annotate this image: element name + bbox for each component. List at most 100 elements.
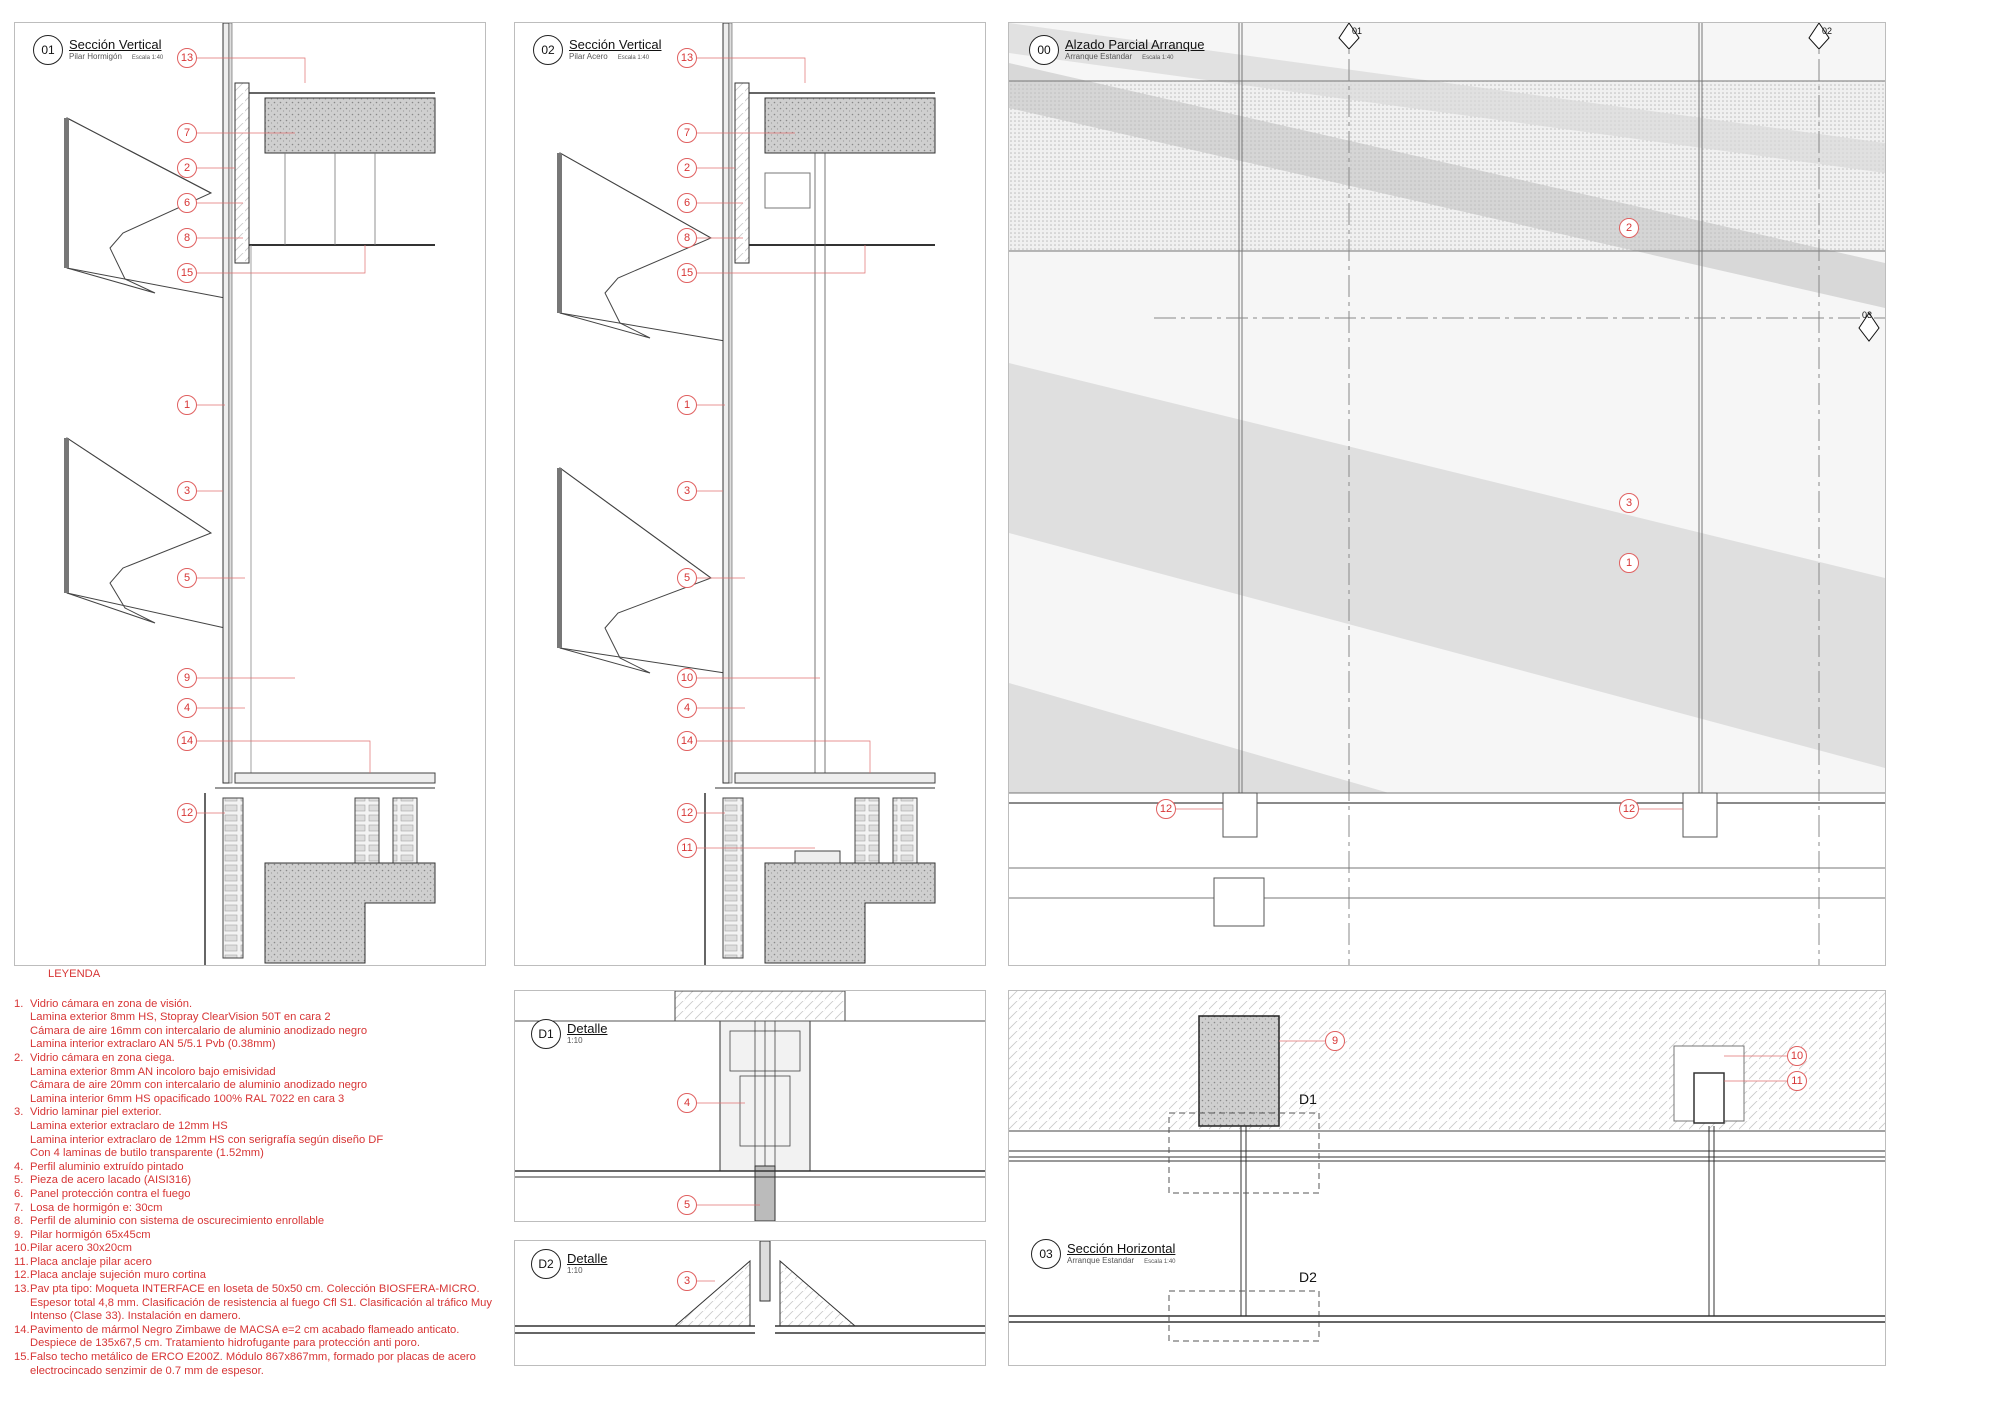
legend-item-text: Vidrio cámara en zona ciega. Lamina exte…: [30, 1051, 368, 1105]
section-subtitle: Pilar Hormigón: [69, 52, 122, 61]
legend-item-number: 12.: [14, 1269, 30, 1282]
legend-item: 12.Placa anclaje sujeción muro cortina: [14, 1269, 514, 1283]
legend-item: 7.Losa de hormigón e: 30cm: [14, 1202, 514, 1216]
section-number-badge: 01: [33, 35, 63, 65]
legend-item-text: Pilar acero 30x20cm: [30, 1242, 132, 1255]
legend: LEYENDA 1. Vidrio cámara en zona de visió…: [14, 968, 514, 1378]
tag-15: 15: [677, 263, 697, 283]
section-subtitle: Arranque Estandar: [1065, 52, 1133, 61]
legend-item-text: Pavimento de mármol Negro Zimbawe de MAC…: [30, 1323, 460, 1350]
tag-4: 4: [677, 698, 697, 718]
tag-8: 8: [677, 228, 697, 248]
legend-item-text: Perfil de aluminio con sistema de oscure…: [30, 1215, 325, 1228]
detail-number-badge: D2: [531, 1249, 561, 1279]
tag-12: 12: [1619, 799, 1639, 819]
tag-13: 13: [177, 48, 197, 68]
legend-item-number: 4.: [14, 1160, 24, 1173]
tag-7: 7: [177, 123, 197, 143]
section-02-drawing: [557, 23, 936, 965]
tag-5: 5: [177, 568, 197, 588]
tag-3: 3: [1619, 493, 1639, 513]
tag-9: 9: [177, 668, 197, 688]
legend-item: 6. Panel protección contra el fuego: [14, 1188, 514, 1202]
legend-heading: LEYENDA: [48, 968, 101, 980]
tag-11: 11: [677, 838, 697, 858]
tag-5: 5: [677, 568, 697, 588]
detail-title: Detalle: [567, 1021, 608, 1036]
legend-item: 3. Vidrio laminar piel exterior. Lamina e…: [14, 1106, 514, 1160]
legend-item: 10.Pilar acero 30x20cm: [14, 1242, 514, 1256]
legend-item-text: Panel protección contra el fuego: [30, 1187, 191, 1200]
panel-detail-d2: D2 Detalle 1:10 3: [514, 1240, 986, 1366]
elevation-drawing: [1009, 23, 1885, 965]
legend-item: 5.Pieza de acero lacado (AISI316): [14, 1174, 514, 1188]
legend-item-number: 1.: [14, 997, 24, 1010]
section-03-drawing: [1009, 991, 1885, 1342]
legend-item-number: 14.: [14, 1323, 30, 1336]
tag-14: 14: [677, 731, 697, 751]
tag-9: 9: [1325, 1031, 1345, 1051]
legend-item-number: 3.: [14, 1106, 24, 1119]
tag-12: 12: [1156, 799, 1176, 819]
tag-5: 5: [677, 1195, 697, 1215]
tag-6: 6: [677, 193, 697, 213]
tag-1: 1: [677, 395, 697, 415]
section-scale: Escala 1:40: [1144, 1259, 1176, 1265]
tag-14: 14: [177, 731, 197, 751]
legend-item: 1. Vidrio cámara en zona de visión. Lamin…: [14, 998, 514, 1052]
legend-item-number: 6.: [14, 1187, 24, 1200]
section-scale: Escala 1:40: [617, 55, 650, 61]
section-title: Sección Vertical: [69, 37, 162, 52]
axis-marker-02: 02: [1822, 26, 1833, 36]
legend-item-number: 10.: [14, 1242, 30, 1255]
legend-item-text: Placa anclaje pilar acero: [30, 1255, 152, 1268]
tag-12: 12: [677, 803, 697, 823]
detail-d1-drawing: [515, 991, 985, 1221]
legend-item-text: Perfil aluminio extruído pintado: [30, 1160, 184, 1173]
legend-item: 4. Perfil aluminio extruído pintado: [14, 1161, 514, 1175]
legend-item-text: Pilar hormigón 65x45cm: [30, 1228, 151, 1241]
tag-15: 15: [177, 263, 197, 283]
legend-item-number: 7.: [14, 1201, 24, 1214]
tag-3: 3: [677, 1271, 697, 1291]
detail-d2-drawing: [515, 1241, 985, 1334]
legend-item-text: Vidrio laminar piel exterior. Lamina ext…: [30, 1106, 384, 1160]
legend-item-text: Falso techo metálico de ERCO E200Z. Módu…: [30, 1351, 476, 1377]
section-title: Sección Vertical: [569, 37, 662, 52]
axis-marker-01: 01: [1352, 26, 1363, 36]
tag-7: 7: [677, 123, 697, 143]
section-01-drawing: [64, 23, 436, 965]
panel-detail-d1: D1 Detalle 1:10 4 5: [514, 990, 986, 1222]
tag-12: 12: [177, 803, 197, 823]
tag-1: 1: [177, 395, 197, 415]
legend-item: 13.Pav pta tipo: Moqueta INTERFACE en lo…: [14, 1283, 514, 1324]
detail-scale: 1:10: [567, 1266, 583, 1275]
legend-item-number: 8.: [14, 1215, 24, 1228]
section-subtitle: Pilar Acero: [569, 52, 608, 61]
legend-item-text: Vidrio cámara en zona de visión. Lamina …: [30, 997, 368, 1051]
tag-2: 2: [1619, 218, 1639, 238]
detail-number-badge: D1: [531, 1019, 561, 1049]
legend-item-number: 2.: [14, 1051, 24, 1064]
section-number-badge: 00: [1029, 35, 1059, 65]
legend-item: 2. Vidrio cámara en zona ciega. Lamina ex…: [14, 1052, 514, 1106]
detail-title: Detalle: [567, 1251, 608, 1266]
legend-item-number: 15.: [14, 1351, 30, 1364]
legend-item-number: 11.: [14, 1255, 29, 1268]
legend-items: 1. Vidrio cámara en zona de visión. Lamin…: [14, 998, 514, 1379]
tag-4: 4: [677, 1093, 697, 1113]
legend-item: 14.Pavimento de mármol Negro Zimbawe de …: [14, 1324, 514, 1351]
legend-item: 11.Placa anclaje pilar acero: [14, 1256, 514, 1270]
section-number-badge: 03: [1031, 1239, 1061, 1269]
section-scale: Escala 1:40: [1142, 55, 1174, 61]
tag-3: 3: [177, 481, 197, 501]
panel-horizontal-section-03: D1 D2 03 Sección Horizontal Arranque Est…: [1008, 990, 1886, 1366]
legend-item-text: Pieza de acero lacado (AISI316): [30, 1174, 192, 1187]
legend-item: 15.Falso techo metálico de ERCO E200Z. M…: [14, 1351, 514, 1378]
detail-callout-d1: D1: [1299, 1091, 1317, 1107]
tag-3: 3: [677, 481, 697, 501]
tag-13: 13: [677, 48, 697, 68]
tag-2: 2: [677, 158, 697, 178]
